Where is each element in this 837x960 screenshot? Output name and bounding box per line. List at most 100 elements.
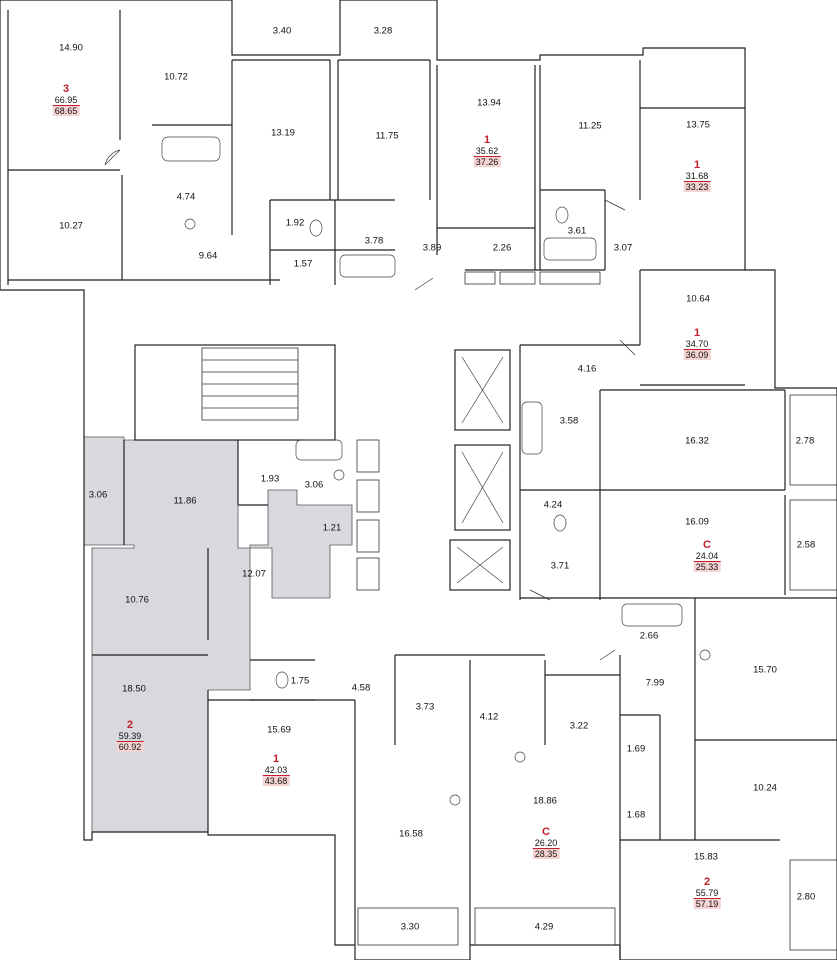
apartment-area-total: 60.92 xyxy=(116,742,144,752)
room-area: 11.25 xyxy=(578,120,602,132)
room-area: 3.28 xyxy=(373,25,393,37)
window-block xyxy=(499,271,536,285)
elevator-cross xyxy=(461,356,504,424)
apartment-badge[interactable]: 2 55.79 57.19 xyxy=(693,877,721,909)
bathtub xyxy=(543,237,597,261)
room-area: 4.74 xyxy=(176,191,196,203)
apartment-area-living: 26.20 xyxy=(532,838,560,849)
room-area: 7.99 xyxy=(645,677,665,689)
room-area: 9.64 xyxy=(198,250,218,262)
apartment-badge[interactable]: 3 66.95 68.65 xyxy=(52,84,80,116)
room-area: 3.71 xyxy=(550,560,570,572)
room-area: 4.58 xyxy=(351,682,371,694)
room-area: 1.75 xyxy=(290,675,310,687)
room-area: 4.29 xyxy=(534,921,554,933)
toilet xyxy=(553,514,567,532)
room-area: 1.21 xyxy=(322,522,342,534)
room-area: 2.78 xyxy=(795,435,815,447)
room-area: 13.75 xyxy=(686,119,710,131)
room-area: 3.06 xyxy=(88,489,108,501)
apartment-rooms: С xyxy=(703,539,711,551)
apartment-rooms: 2 xyxy=(126,719,134,731)
balcony xyxy=(789,394,837,486)
bathtub xyxy=(339,254,396,278)
apartment-area-living: 31.68 xyxy=(683,171,711,182)
window-block xyxy=(539,271,601,285)
bathtub xyxy=(295,439,343,461)
apartment-area-living: 66.95 xyxy=(52,95,80,106)
shaft xyxy=(356,439,380,473)
door-swing xyxy=(104,149,121,166)
room-area: 4.16 xyxy=(577,363,597,375)
room-area: 11.75 xyxy=(375,130,399,142)
room-area: 14.90 xyxy=(59,42,83,54)
sink xyxy=(449,794,461,806)
apartment-badge[interactable]: 1 35.62 37.26 xyxy=(473,134,501,167)
room-area: 18.86 xyxy=(533,795,557,807)
bathtub xyxy=(161,136,221,162)
room-area: 10.64 xyxy=(686,293,710,305)
room-area: 18.50 xyxy=(122,683,146,695)
shaft xyxy=(356,557,380,591)
apartment-badge[interactable]: 1 34.70 36.09 xyxy=(683,328,711,360)
apartment-area-living: 35.62 xyxy=(473,146,501,157)
elevator-shaft xyxy=(454,349,511,431)
room-area: 3.06 xyxy=(304,479,324,491)
toilet xyxy=(275,671,289,689)
room-area: 4.12 xyxy=(479,711,499,723)
door-swing xyxy=(529,589,551,601)
door-swing xyxy=(414,277,434,291)
room-area: 3.30 xyxy=(400,921,420,933)
room-area: 2.80 xyxy=(796,891,816,903)
room-area: 3.73 xyxy=(415,701,435,713)
apartment-area-living: 42.03 xyxy=(262,765,290,776)
stair-core xyxy=(134,344,336,441)
room-area: 16.09 xyxy=(685,516,709,528)
apartment-area-living: 55.79 xyxy=(693,888,721,899)
apartment-badge[interactable]: 1 42.03 43.68 xyxy=(262,753,290,786)
room-area: 16.58 xyxy=(399,828,423,840)
apartment-area-total: 43.68 xyxy=(262,776,290,786)
room-area: 10.24 xyxy=(753,782,777,794)
door-swing xyxy=(619,339,636,356)
apartment-badge[interactable]: 1 31.68 33.23 xyxy=(683,159,711,192)
shaft xyxy=(356,479,380,513)
toilet xyxy=(555,206,569,224)
balcony xyxy=(789,859,837,951)
apartment-rooms: 1 xyxy=(483,134,491,146)
apartment-rooms: 1 xyxy=(272,753,280,765)
door-swing xyxy=(599,649,616,661)
room-area: 2.58 xyxy=(796,539,816,551)
apartment-area-total: 36.09 xyxy=(683,350,711,360)
elevator-cross xyxy=(456,546,504,584)
balcony xyxy=(474,907,616,946)
apartment-area-total: 28.35 xyxy=(532,849,560,859)
room-area: 11.86 xyxy=(173,495,197,507)
room-area: 3.07 xyxy=(613,242,633,254)
apartment-rooms: 1 xyxy=(693,159,701,171)
room-area: 15.70 xyxy=(753,664,777,676)
apartment-area-total: 25.33 xyxy=(693,562,721,572)
room-area: 3.89 xyxy=(422,242,442,254)
room-area: 16.32 xyxy=(685,435,709,447)
apartment-area-total: 33.23 xyxy=(683,182,711,192)
apartment-area-living: 24.04 xyxy=(693,551,721,562)
balcony xyxy=(357,907,459,946)
room-area: 1.68 xyxy=(626,809,646,821)
toilet xyxy=(309,219,323,237)
window-block xyxy=(464,271,496,285)
room-area: 10.72 xyxy=(164,71,188,83)
apartment-badge[interactable]: С 26.20 28.35 xyxy=(532,827,560,859)
selected-apartment-area[interactable] xyxy=(83,436,353,833)
room-area: 3.40 xyxy=(272,25,292,37)
room-area: 1.57 xyxy=(293,258,313,270)
room-area: 15.83 xyxy=(694,851,718,863)
apartment-area-total: 68.65 xyxy=(52,106,80,116)
apartment-badge[interactable]: С 24.04 25.33 xyxy=(693,539,721,572)
room-area: 13.19 xyxy=(271,127,295,139)
apartment-badge[interactable]: 2 59.39 60.92 xyxy=(116,719,144,752)
room-area: 12.07 xyxy=(242,568,266,580)
door-swing xyxy=(604,199,626,211)
room-area: 10.76 xyxy=(125,594,149,606)
